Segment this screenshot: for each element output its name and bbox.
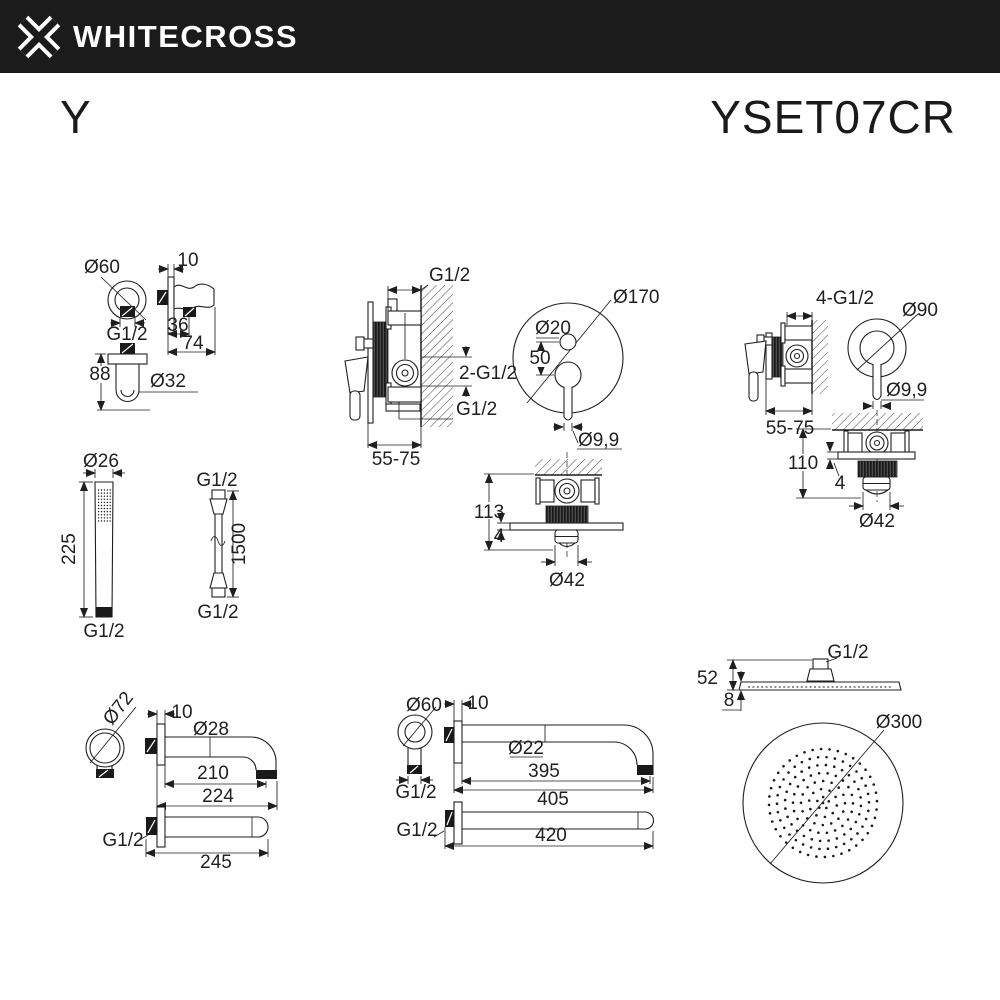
- series-title: Y: [60, 91, 91, 143]
- diagram-spout-valve: 113 4 Ø42: [473, 452, 624, 591]
- diagram-handshower: Ø26 225 G1/2: [59, 451, 125, 642]
- handshower-spray-dots: [97, 489, 111, 522]
- label-spoutvalve-plate: 4: [494, 526, 505, 547]
- label-mixer2-depth: 55-75: [766, 418, 815, 439]
- label-outlet-height: 88: [89, 364, 110, 385]
- label-mixerfront-dia: Ø170: [613, 287, 659, 308]
- diagram-spout: Ø72 10 Ø28 210 224: [85, 688, 278, 873]
- label-headfront-dia: Ø300: [876, 712, 922, 733]
- label-mixer-depth: 55-75: [372, 449, 421, 470]
- label-mixer2front-lever: Ø9,9: [886, 380, 927, 401]
- label-handshower-thread: G1/2: [83, 621, 124, 642]
- label-mixerfront-button: Ø20: [535, 318, 571, 339]
- diagram-mixer2-front: Ø90 Ø9,9: [847, 300, 938, 410]
- headshower-spray-dots: [767, 747, 879, 859]
- label-arm-plate: 10: [467, 693, 488, 714]
- label-arm-dia: Ø60: [406, 695, 442, 716]
- label-outlet-thread: G1/2: [106, 324, 147, 345]
- label-mixer-thread-mid: 2-G1/2: [459, 363, 517, 384]
- label-arm-tube-dia: Ø22: [508, 738, 544, 759]
- diagram-arm: Ø60 G1/2 10 Ø22 395: [395, 693, 654, 850]
- label-mixer-thread-bot: G1/2: [456, 399, 497, 420]
- label-armvalve-dia: Ø42: [859, 511, 895, 532]
- label-spoutvalve-height: 113: [474, 502, 504, 523]
- label-mixer2-threads: 4-G1/2: [816, 288, 874, 309]
- diagram-head-side: G1/2 52 8: [697, 642, 902, 711]
- label-arm-thread-top: G1/2: [396, 820, 437, 841]
- label-hose-length: 1500: [229, 523, 250, 565]
- label-mixerfront-spacing: 50: [529, 348, 550, 369]
- brand-name: WHITECROSS: [73, 18, 299, 54]
- label-arm-length-total: 405: [537, 789, 569, 810]
- label-spout-length-top: 245: [200, 852, 232, 873]
- label-outlet-width: 74: [182, 333, 204, 354]
- label-outlet-dia: Ø60: [84, 257, 120, 278]
- label-hose-thread-bot: G1/2: [197, 602, 238, 623]
- label-arm-length-top: 420: [535, 825, 567, 846]
- label-head-thread: G1/2: [827, 642, 868, 663]
- label-spout-dia: Ø72: [99, 688, 138, 729]
- label-spoutvalve-dia: Ø42: [549, 570, 585, 591]
- diagram-wall-outlet: Ø60 G1/2 88 Ø32: [84, 250, 216, 411]
- label-spout-thread: G1/2: [102, 830, 143, 851]
- label-armvalve-plate: 4: [835, 473, 846, 494]
- header-bar: WHITECROSS: [0, 0, 1000, 73]
- label-outlet-width-inner: 36: [167, 315, 188, 336]
- label-outlet-depth: 10: [177, 250, 198, 271]
- label-head-height: 52: [697, 668, 718, 689]
- label-arm-length: 395: [528, 761, 560, 782]
- label-mixer2front-dia: Ø90: [902, 300, 938, 321]
- diagram-mixer2-side: 4-G1/2 55-75: [744, 288, 874, 439]
- whitecross-logo-icon: [17, 15, 61, 58]
- label-head-thickness: 8: [724, 690, 735, 711]
- label-arm-thread-front: G1/2: [395, 782, 436, 803]
- label-spout-length: 210: [197, 763, 229, 784]
- diagram-arm-valve: 110 4 Ø42: [787, 410, 923, 532]
- model-number: YSET07CR: [710, 91, 956, 143]
- label-spout-length-total: 224: [202, 786, 234, 807]
- diagram-head-front: Ø300: [742, 712, 922, 884]
- label-outlet-body-dia: Ø32: [150, 371, 186, 392]
- label-handshower-length: 225: [59, 533, 80, 565]
- label-mixer-thread-top: G1/2: [429, 265, 470, 286]
- diagram-mixer-front: Ø170 Ø20 50 Ø9,9: [512, 287, 659, 451]
- label-spout-plate: 10: [171, 702, 192, 723]
- label-spout-tube-dia: Ø28: [193, 719, 229, 740]
- label-mixerfront-lever: Ø9,9: [578, 430, 619, 451]
- label-handshower-dia: Ø26: [83, 451, 119, 472]
- diagram-mixer-side: G1/2 2-G1/2 G1/2 55-75: [344, 265, 517, 470]
- label-hose-thread-top: G1/2: [196, 470, 237, 491]
- label-armvalve-height: 110: [788, 453, 818, 474]
- diagram-hose: G1/2 1500 G1/2: [196, 470, 250, 623]
